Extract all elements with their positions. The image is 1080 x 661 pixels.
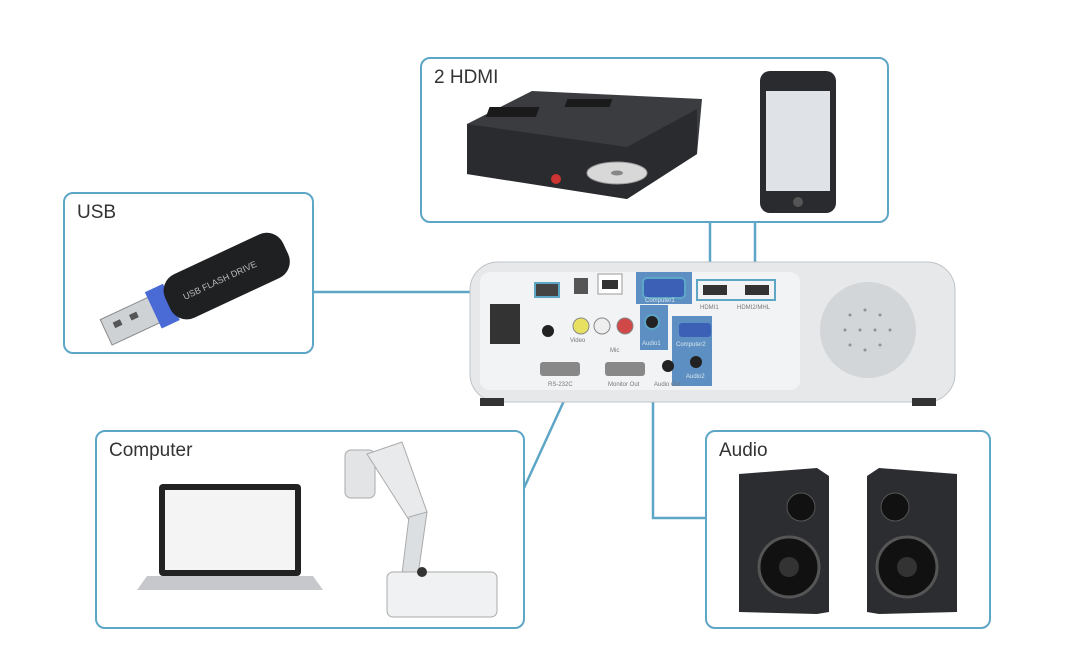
document-camera-icon <box>344 441 498 618</box>
usb-flash-drive-icon: USB FLASH DRIVE <box>99 232 290 346</box>
port-video-label: Video <box>570 338 586 344</box>
audio-group-label: Audio <box>719 440 768 461</box>
computer-group-label: Computer <box>109 440 193 461</box>
blu-ray-player-icon <box>467 91 702 199</box>
port-hdmi1-label: HDMI1 <box>700 305 719 311</box>
port-computer2-label: Computer2 <box>676 342 706 348</box>
port-mic-label: Mic <box>610 348 619 354</box>
hdmi-group-label: 2 HDMI <box>434 67 499 88</box>
right-speaker-icon <box>867 468 957 614</box>
speakers-icon <box>739 468 957 614</box>
port-hdmi2-label: HDMI2/MHL <box>737 305 771 311</box>
port-audio1-label: Audio1 <box>642 341 661 347</box>
port-rs232c-label: RS-232C <box>548 382 573 388</box>
usb-group-label: USB <box>77 202 117 223</box>
left-speaker-icon <box>739 468 829 614</box>
computer-group-box: Computer <box>95 430 525 629</box>
port-computer1-label: Computer1 <box>645 298 675 304</box>
port-audio-out-label: Audio Out <box>654 382 681 388</box>
usb-group-box: USB USB FLASH DRIVE <box>63 192 314 354</box>
audio-group-box: Audio <box>705 430 991 629</box>
hdmi-group-box: 2 HDMI <box>420 57 889 223</box>
port-monitor-out-label: Monitor Out <box>608 382 640 388</box>
smartphone-icon <box>760 71 836 213</box>
laptop-icon <box>137 484 323 590</box>
port-audio2-label: Audio2 <box>686 374 705 380</box>
